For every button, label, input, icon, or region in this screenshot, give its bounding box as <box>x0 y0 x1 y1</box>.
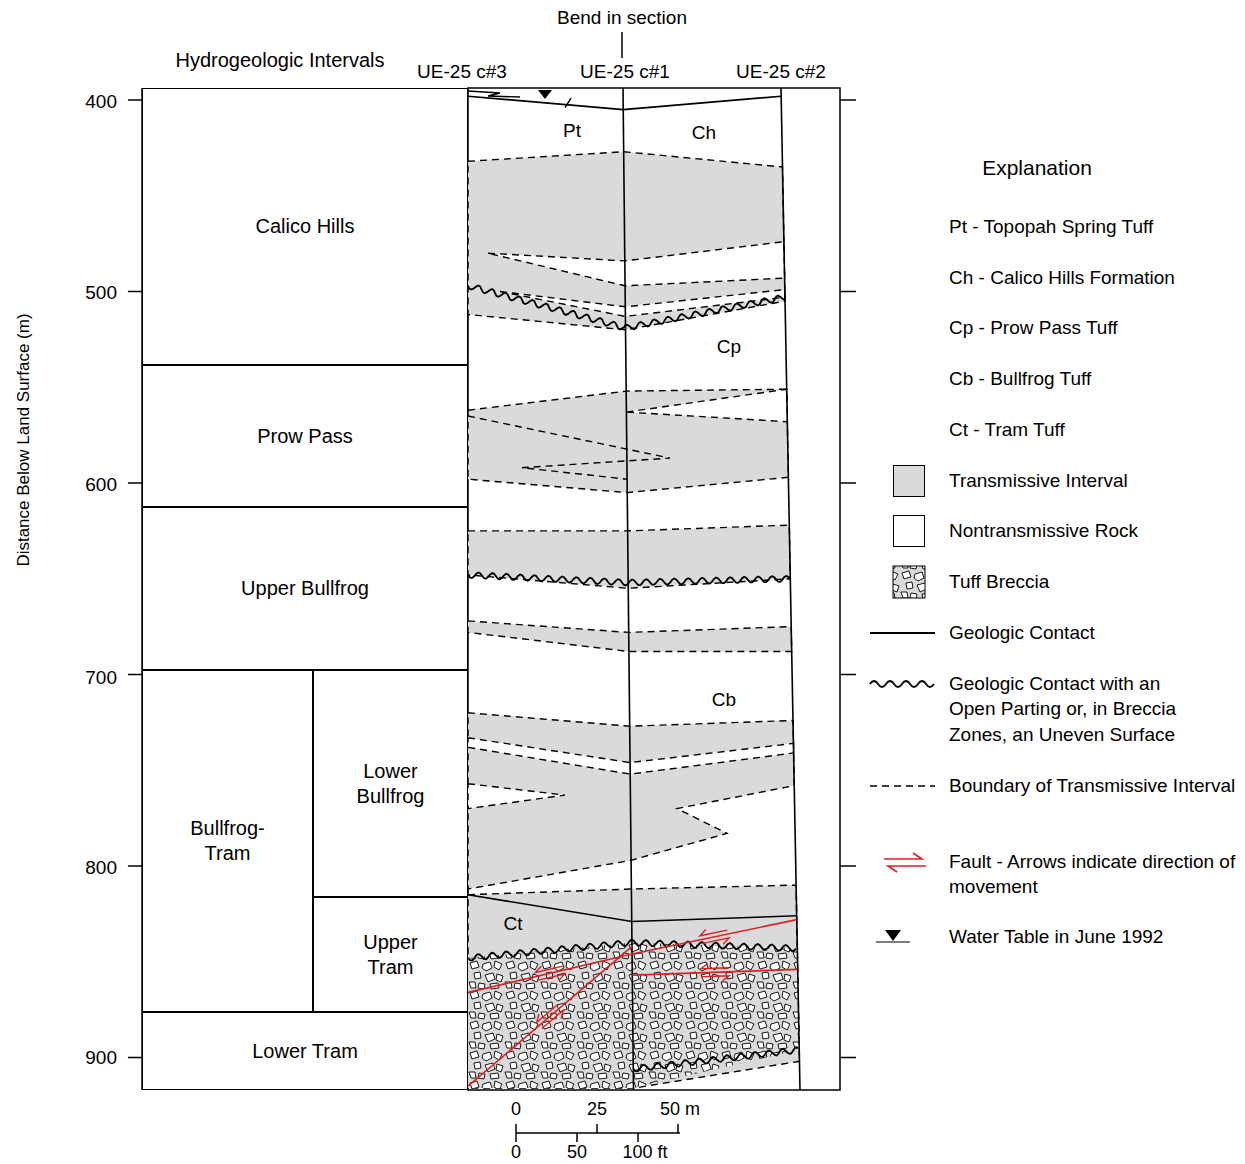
axis-tick-label: 600 <box>85 474 117 497</box>
interval-boundary <box>468 416 670 479</box>
axis-tick <box>128 674 142 676</box>
fault-line <box>632 969 797 975</box>
axis-tick <box>128 99 142 101</box>
interval-box: Lower Tram <box>142 1012 468 1090</box>
interval-box: Lower Bullfrog <box>313 670 468 897</box>
section-label: 25 <box>587 1099 607 1121</box>
fault-line <box>468 954 632 992</box>
section-label: Ct <box>504 913 523 936</box>
open-parting-contact <box>468 286 785 330</box>
bend-marker <box>621 32 623 58</box>
fault-arrow <box>537 974 564 980</box>
contact-tick <box>565 98 571 108</box>
interval-label: Upper Tram <box>338 930 443 980</box>
section-label: UE-25 c#1 <box>580 61 670 84</box>
legend-text: Cb - Bullfrog Tuff <box>949 366 1241 391</box>
interval-label: Calico Hills <box>256 214 355 239</box>
nontransmissive-wedge <box>500 290 785 317</box>
legend-text: Ch - Calico Hills Formation <box>949 265 1241 290</box>
section-label: UE-25 c#2 <box>736 61 826 84</box>
legend-text: Geologic Contact <box>949 620 1241 645</box>
axis-tick <box>128 1057 142 1059</box>
geologic-contact <box>468 96 781 109</box>
axis-tick <box>840 291 856 293</box>
fault-arrow <box>701 964 729 969</box>
axis-tick-label: 800 <box>85 857 117 880</box>
open-parting-contact <box>633 1047 798 1071</box>
nontransmissive-wedge <box>468 784 565 809</box>
section-label: 50 <box>567 1142 587 1164</box>
legend-text: Ct - Tram Tuff <box>949 417 1241 442</box>
axis-tick-label: 700 <box>85 667 117 690</box>
legend-text: Water Table in June 1992 <box>949 924 1241 949</box>
nontransmissive-wedge <box>626 389 787 422</box>
legend-text: Transmissive Interval <box>949 468 1241 493</box>
legend-text: Cp - Prow Pass Tuff <box>949 315 1241 340</box>
section-frame <box>468 88 840 1090</box>
axis-tick <box>840 1057 856 1059</box>
fault-arrow <box>701 976 729 981</box>
interval-box: Upper Bullfrog <box>142 507 468 670</box>
section-label: Cb <box>712 689 736 712</box>
section-label: Hydrogeologic Intervals <box>176 48 385 72</box>
section-label: UE-25 c#3 <box>417 61 507 84</box>
legend-text: Pt - Topopah Spring Tuff <box>949 214 1241 239</box>
axis-tick <box>128 291 142 293</box>
interval-box: Calico Hills <box>142 88 468 365</box>
section-label: 100 ft <box>622 1142 667 1164</box>
open-parting-contact <box>468 573 790 586</box>
section-label: 50 m <box>660 1099 700 1121</box>
well-line <box>623 88 634 1090</box>
section-label: Distance Below Land Surface (m) <box>14 313 34 566</box>
axis-tick-label: 400 <box>85 91 117 114</box>
axis-tick <box>128 865 142 867</box>
section-label: Cp <box>717 336 741 359</box>
water-table-marker <box>538 90 552 99</box>
transmissive-interval <box>468 525 790 588</box>
interval-label: Lower Bullfrog <box>338 759 443 809</box>
legend-text: Boundary of Transmissive Interval <box>949 773 1241 798</box>
interval-label: Bullfrog-Tram <box>173 816 283 866</box>
interval-label: Upper Bullfrog <box>241 576 369 601</box>
interval-box: Prow Pass <box>142 365 468 507</box>
transmissive-interval <box>468 152 785 330</box>
axis-tick <box>840 865 856 867</box>
transmissive-interval <box>468 389 788 492</box>
legend-text: Fault - Arrows indicate direction of mov… <box>949 849 1239 900</box>
interval-label: Prow Pass <box>257 424 353 449</box>
section-label: Bend in section <box>557 7 687 30</box>
section-label: 0 <box>511 1142 521 1164</box>
fault-line <box>468 946 632 1086</box>
legend-text: Tuff Breccia <box>949 569 1241 594</box>
axis-tick-label: 900 <box>85 1047 117 1070</box>
nontransmissive-wedge <box>488 242 785 286</box>
axis-tick <box>840 674 856 676</box>
section-label: Ch <box>692 122 716 145</box>
section-label: Pt <box>563 120 581 143</box>
legend-text: Geologic Contact with an Open Parting or… <box>949 671 1204 747</box>
well-line <box>781 88 800 1090</box>
axis-tick <box>840 482 856 484</box>
fault-arrow <box>700 929 727 935</box>
transmissive-interval <box>468 621 792 652</box>
fault-line <box>632 920 797 954</box>
legend-text: Nontransmissive Rock <box>949 518 1241 543</box>
legend-heading: Explanation <box>982 155 1092 180</box>
interval-box: Bullfrog-Tram <box>142 670 313 1012</box>
legend-swatch <box>893 515 925 547</box>
legend-symbols <box>870 566 935 942</box>
interval-box: Upper Tram <box>313 897 468 1012</box>
scale-bar <box>516 1124 680 1142</box>
water-table <box>468 91 520 97</box>
fault-arrow <box>542 1010 563 1028</box>
legend-swatch <box>893 465 925 497</box>
axis-tick-label: 500 <box>85 282 117 305</box>
fault-arrow <box>702 938 729 944</box>
interval-label: Lower Tram <box>252 1039 358 1064</box>
axis-tick <box>128 482 142 484</box>
fault-arrow <box>537 1004 558 1022</box>
fault-arrow <box>536 966 563 972</box>
axis-tick <box>840 99 856 101</box>
section-label: 0 <box>511 1099 521 1121</box>
